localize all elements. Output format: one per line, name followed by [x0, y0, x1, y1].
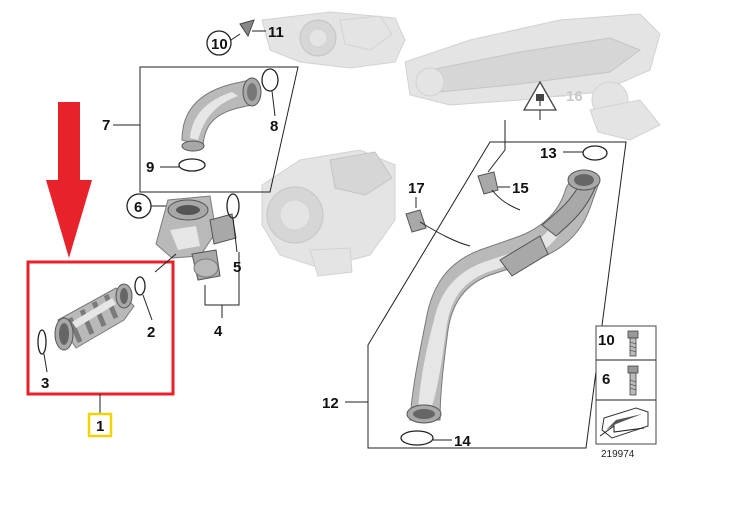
callout-8: 8: [270, 118, 278, 135]
callout-6: 6: [134, 199, 142, 216]
callout-16: 16: [566, 88, 583, 105]
callout-10-top: 10: [211, 36, 228, 53]
direction-arrow-icon: [599, 407, 649, 439]
group-7-frame: [113, 66, 299, 193]
callout-2: 2: [147, 324, 155, 341]
corrugated-hose-1: [54, 283, 135, 351]
upper-elbow-pipe: [181, 77, 262, 152]
bolt-6-icon: [627, 365, 639, 396]
bracket-17: [405, 209, 471, 247]
callout-11: 11: [268, 24, 284, 41]
o-ring-2: [134, 276, 146, 296]
callout-4: 4: [214, 323, 223, 340]
o-ring-3: [37, 329, 47, 355]
o-ring-14: [400, 430, 434, 446]
highlight-arrow: [46, 102, 92, 258]
charge-pipe-12: [406, 169, 601, 424]
ghost-turbocharger-top: [261, 11, 406, 69]
bolt-legend-10: 10: [598, 332, 615, 349]
o-ring-5: [226, 193, 240, 219]
o-ring-8: [261, 68, 279, 92]
o-ring-13: [582, 145, 608, 161]
callout-17: 17: [408, 180, 425, 197]
throttle-actuator: [191, 249, 221, 281]
callout-5: 5: [233, 259, 241, 276]
o-ring-9: [178, 158, 206, 172]
sensor-15: [477, 120, 521, 211]
junction-housing: [155, 195, 237, 259]
bolt-legend-6: 6: [602, 371, 610, 388]
clip-11: [239, 19, 255, 38]
bolt-10-icon: [627, 330, 639, 357]
callout-9: 9: [146, 159, 154, 176]
ghost-intake-manifold: [404, 13, 661, 141]
callout-1: 1: [96, 418, 104, 435]
sensor-warning-symbol: [522, 80, 565, 120]
callout-15: 15: [512, 180, 529, 197]
callout-14: 14: [454, 433, 471, 450]
ghost-turbocharger-middle: [261, 149, 396, 277]
callout-13: 13: [540, 145, 557, 162]
reference-number: 219974: [601, 449, 635, 460]
group-12-frame: [345, 141, 627, 449]
callout-3: 3: [41, 375, 49, 392]
callout-1-box: [87, 412, 113, 438]
callout-12: 12: [322, 395, 339, 412]
callout-circle-10: [206, 30, 232, 56]
callout-7: 7: [102, 117, 110, 134]
